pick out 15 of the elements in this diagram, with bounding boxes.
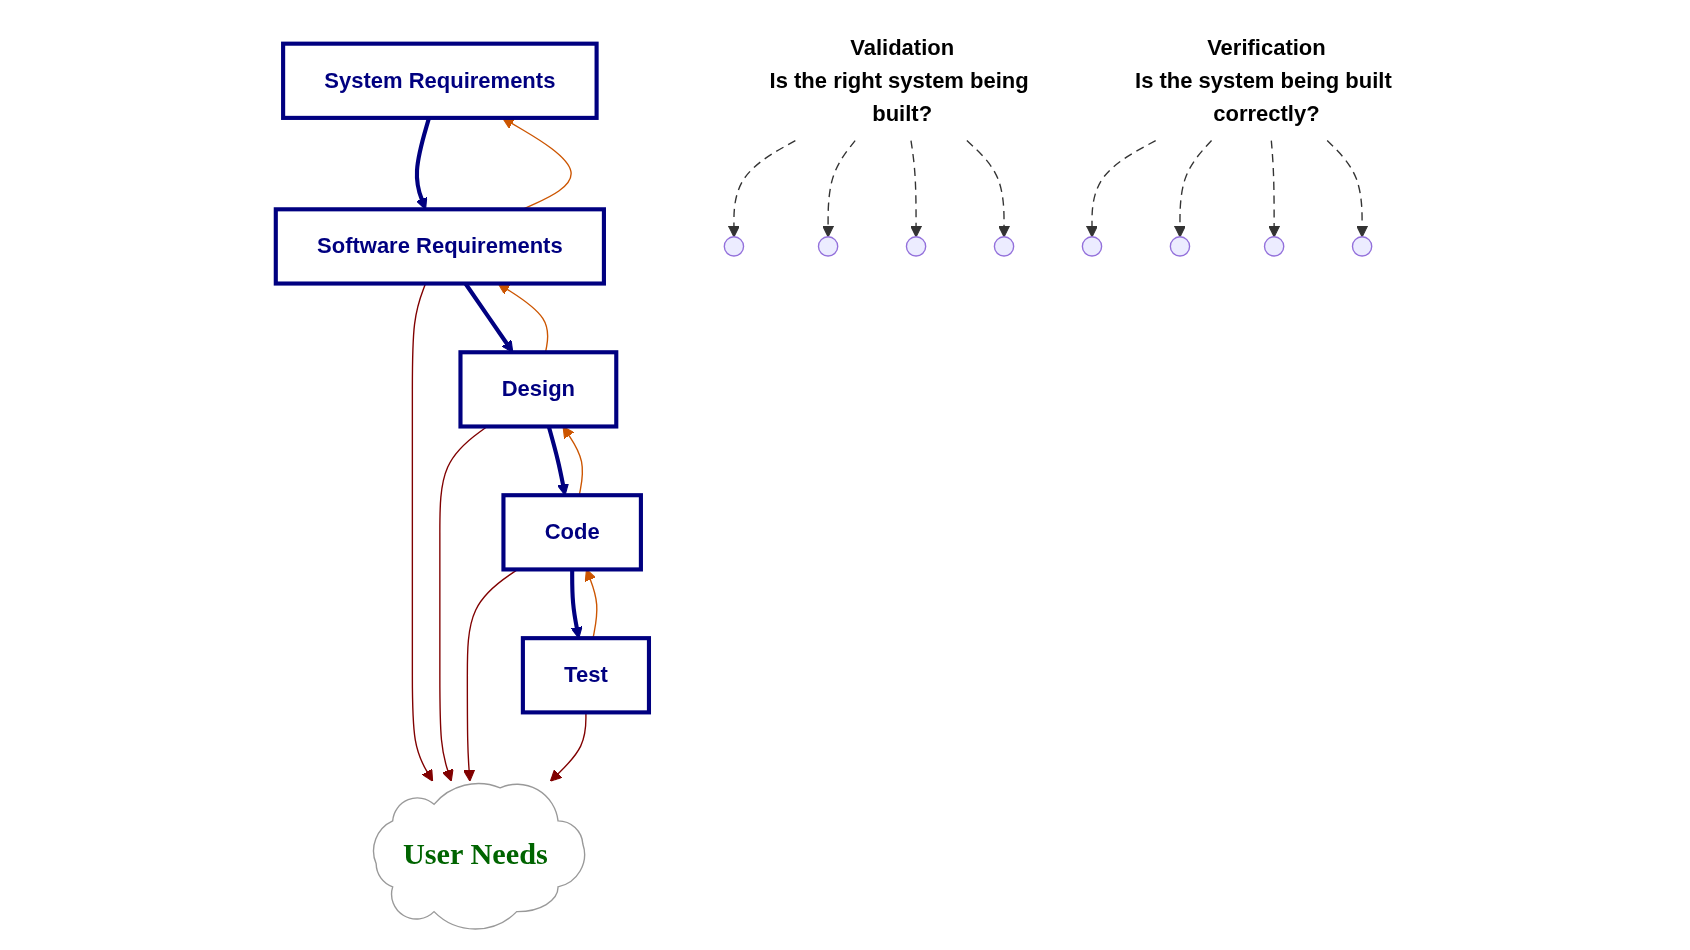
node-box: Software Requirements xyxy=(273,207,606,286)
arrow xyxy=(1326,139,1369,238)
node-box: System Requirements xyxy=(281,41,599,120)
arrow xyxy=(822,139,856,238)
node-box: Code xyxy=(501,493,643,572)
node-box: Test xyxy=(520,636,651,715)
arrow xyxy=(1268,139,1281,238)
arrow xyxy=(1085,139,1157,238)
arrow xyxy=(910,139,923,238)
arrow xyxy=(966,139,1011,238)
arrow xyxy=(727,139,797,238)
node-text: Verification Is the system being built correctly? xyxy=(1135,35,1392,125)
node-text: Validation Is the right system being built? xyxy=(769,35,1029,125)
node-box: Design xyxy=(458,350,619,429)
arrow xyxy=(1173,139,1213,238)
